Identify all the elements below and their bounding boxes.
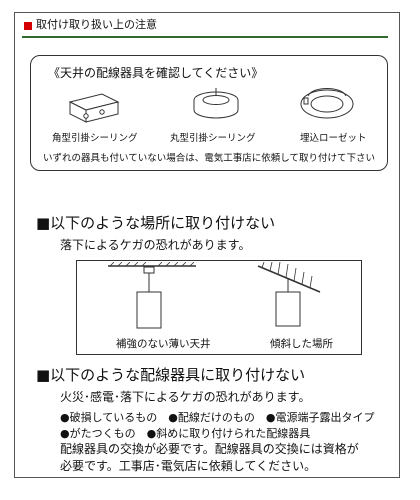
bullets-row2: ●がたつくもの ●斜めに取り付けられた配線器具 bbox=[60, 427, 311, 440]
section1-title: ■以下のような場所に取り付けない bbox=[36, 214, 276, 232]
section2-subtitle: 火災･感電･落下によるケガの恐れがあります。 bbox=[60, 390, 311, 404]
header-title: 取付け取り扱い上の注意 bbox=[36, 18, 157, 31]
section2-title: ■以下のような配線器具に取り付けない bbox=[36, 366, 306, 384]
red-square-icon bbox=[24, 22, 32, 30]
thin-ceiling-illustration bbox=[108, 262, 196, 329]
slanted-ceiling-illustration bbox=[257, 262, 321, 327]
fixture-label-round: 丸型引掛シーリング bbox=[170, 133, 256, 144]
fixture-check-title: 《天井の配線器具を確認してください》 bbox=[48, 66, 264, 80]
square-ceiling-socket-icon bbox=[68, 93, 120, 123]
slanted-ceiling-label: 傾斜した場所 bbox=[270, 338, 333, 350]
thin-ceiling-label: 補強のない薄い天井 bbox=[116, 338, 211, 350]
round-ceiling-socket-icon bbox=[193, 88, 239, 119]
fixture-label-rosette: 埋込ローゼット bbox=[300, 133, 367, 144]
notice-line1: 配線器具の交換が必要です。配線器具の交換には資格が bbox=[60, 442, 359, 456]
section-header: 取付け取り扱い上の注意 bbox=[22, 18, 388, 38]
fixture-check-box bbox=[30, 55, 388, 171]
fixture-label-square: 角型引掛シーリング bbox=[52, 133, 138, 144]
bullets-row1: ●破損しているもの ●配線だけのもの ●電源端子露出タイプ bbox=[60, 411, 375, 424]
notice-frame bbox=[14, 12, 400, 478]
location-diagram bbox=[76, 260, 362, 355]
embedded-rosette-icon bbox=[300, 88, 354, 119]
notice-line2: 必要です。工事店･電気店に依頼してください。 bbox=[60, 459, 317, 473]
section1-subtitle: 落下によるケガの恐れがあります。 bbox=[60, 238, 251, 252]
fixture-note: いずれの器具も付いていない場合は、電気工事店に依頼して取り付けて下さい bbox=[43, 153, 375, 164]
